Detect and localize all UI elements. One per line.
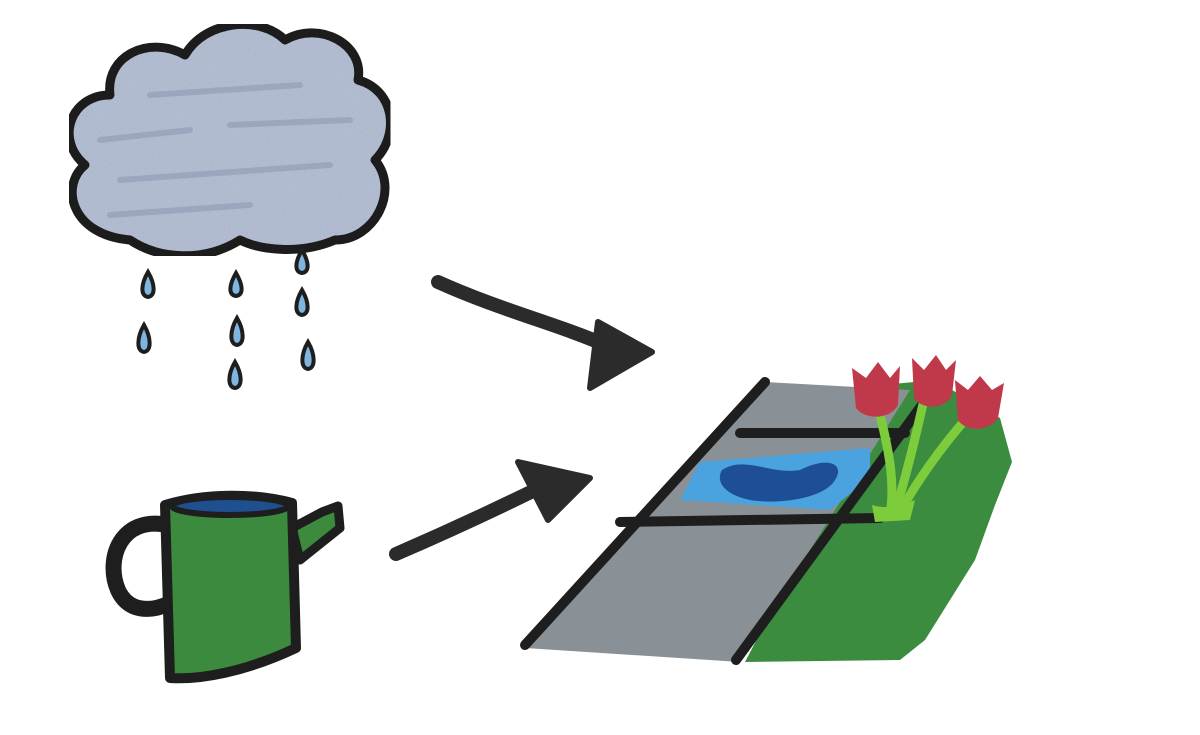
arrow-from-can	[389, 459, 593, 561]
arrow-head-icon	[515, 459, 593, 523]
arrow-head-icon	[587, 319, 655, 391]
can-water	[169, 494, 291, 518]
cloud-body	[64, 19, 395, 261]
raindrop-icon	[136, 321, 152, 355]
stems	[875, 390, 970, 520]
puddle-deep	[719, 462, 839, 502]
tulips	[852, 355, 1004, 522]
can-handle	[105, 515, 176, 617]
raindrop-icon	[300, 338, 316, 372]
leaves	[872, 500, 915, 522]
raindrop-icon	[294, 286, 310, 318]
watering-can-icon	[105, 490, 345, 684]
can-spout	[287, 501, 345, 565]
cloud-texture	[97, 82, 353, 218]
arrow-from-cloud	[431, 275, 655, 391]
tulip-icon	[912, 355, 956, 407]
can-body	[160, 490, 301, 684]
raindrops	[136, 246, 316, 391]
raindrop-icon	[294, 246, 310, 276]
tulip-icon	[955, 376, 1004, 429]
tulip-icon	[852, 362, 900, 417]
raindrop-icon	[229, 314, 245, 348]
raindrop-icon	[228, 269, 244, 299]
raindrop-icon	[227, 358, 243, 391]
paving-stones-icon	[520, 377, 1012, 665]
rain-cloud-icon	[64, 19, 395, 261]
raindrop-icon	[140, 268, 156, 300]
